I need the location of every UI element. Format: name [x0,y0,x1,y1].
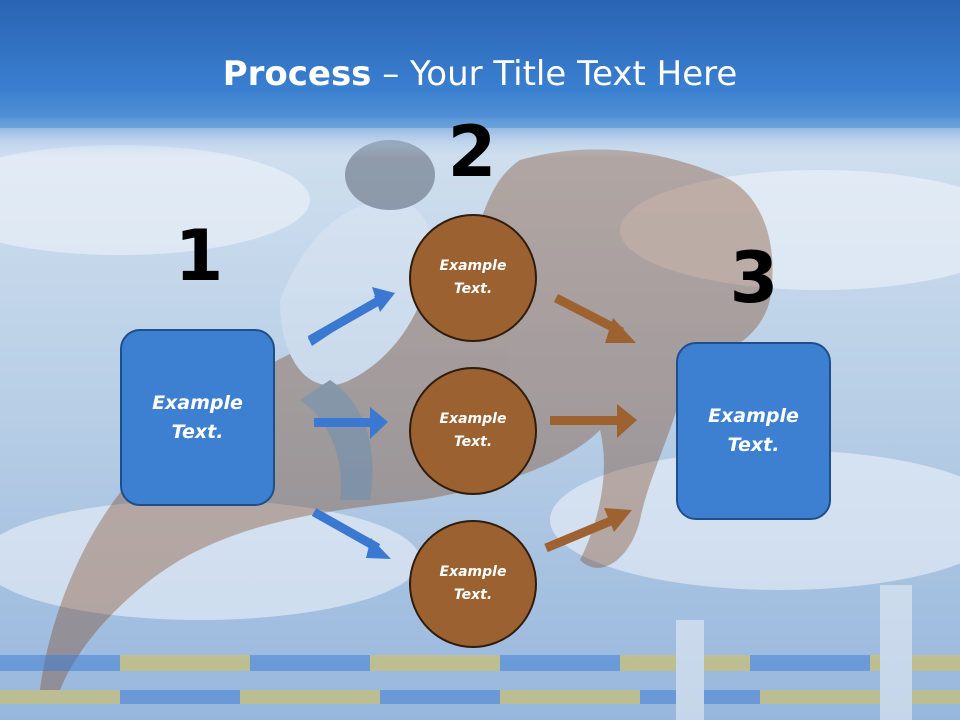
arrows [307,287,637,559]
step-2-circle-top: Example Text. [409,214,537,342]
step-number-3: 3 [729,237,779,319]
step-2-circle-bottom: Example Text. [409,520,537,648]
step-2-label-top: Example Text. [439,258,507,297]
step-2-circle-middle: Example Text. [409,367,537,495]
step-3-label: Example Text. [708,405,799,456]
arrow-blue-up-shaft [307,296,383,344]
title-bold: Process [222,54,372,94]
arrow-blue-down-head [366,538,391,559]
arrow-brown-up-head [604,508,632,532]
arrow-blue-mid-shaft [314,418,372,427]
step-number-1: 1 [174,215,224,297]
slide-title: Process – Your Title Text Here [0,52,960,96]
step-2-label-middle: Example Text. [439,411,507,450]
arrow-brown-up-shaft [544,513,620,553]
step-1-label: Example Text. [152,391,243,443]
arrow-blue-down-shaft [311,508,381,552]
step-2-label-bottom: Example Text. [439,564,507,603]
step-number-2: 2 [447,111,497,193]
step-3-box: Example Text. [676,342,831,520]
arrow-brown-mid-shaft [550,416,620,425]
fence [0,585,960,720]
title-rest: – Your Title Text Here [371,54,738,94]
arrow-blue-mid-head [370,407,388,439]
arrow-brown-mid-head [617,404,637,438]
step-1-box: Example Text. [120,329,275,506]
arrow-brown-down-head [605,318,636,343]
